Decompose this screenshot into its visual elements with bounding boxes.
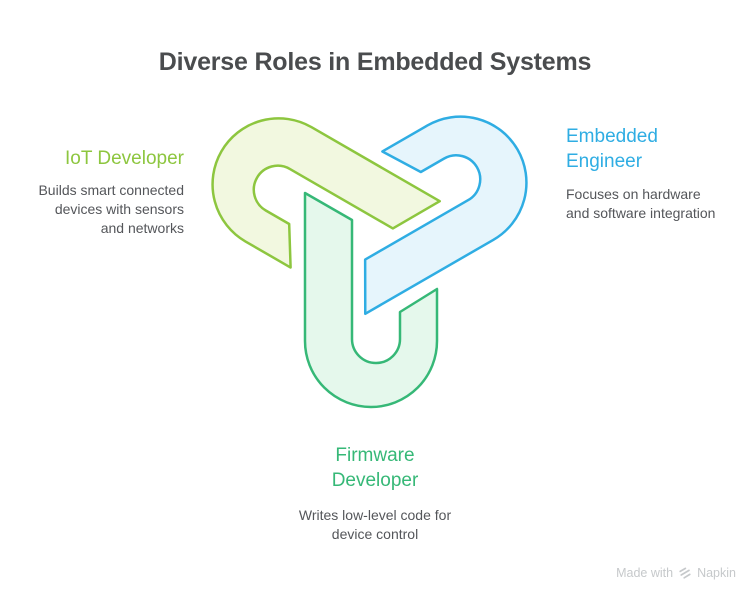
role-desc-line: and software integration [566,205,716,221]
role-title-embedded: Embedded Engineer [566,124,715,174]
role-description-embedded: Focuses on hardware and software integra… [566,185,715,223]
napkin-logo-icon [679,567,691,579]
role-title-line: Developer [331,470,419,491]
role-title-line: Engineer [566,151,643,172]
role-title-line: Embedded [566,126,658,147]
brand-text: Napkin [697,566,736,580]
role-desc-line: Focuses on hardware [566,186,701,202]
role-desc-line: device control [331,526,419,542]
role-desc-line: Builds smart connected [38,182,184,198]
knot-piece-iot-developer [211,117,441,269]
role-desc-line: and networks [100,220,184,236]
role-desc-line: Writes low-level code for [298,507,452,523]
role-title-line: IoT Developer [65,148,184,169]
page-title: Diverse Roles in Embedded Systems [158,48,592,76]
napkin-credit: Made with Napkin [616,566,736,580]
knot-piece-embedded-engineer [363,115,528,316]
role-desc-line: devices with sensors [54,201,184,217]
knot-piece-firmware-developer [303,191,439,409]
role-title-iot: IoT Developer [38,146,184,172]
role-title-firmware: Firmware Developer [0,443,750,493]
role-block-embedded: Embedded Engineer Focuses on hardware an… [566,124,715,223]
role-description-iot: Builds smart connected devices with sens… [38,181,184,238]
role-block-iot: IoT Developer Builds smart connected dev… [38,146,184,238]
made-with-text: Made with [616,566,674,580]
role-description-firmware: Writes low-level code for device control [0,506,750,544]
role-block-firmware: Firmware Developer Writes low-level code… [0,443,750,544]
role-title-line: Firmware [335,445,415,466]
